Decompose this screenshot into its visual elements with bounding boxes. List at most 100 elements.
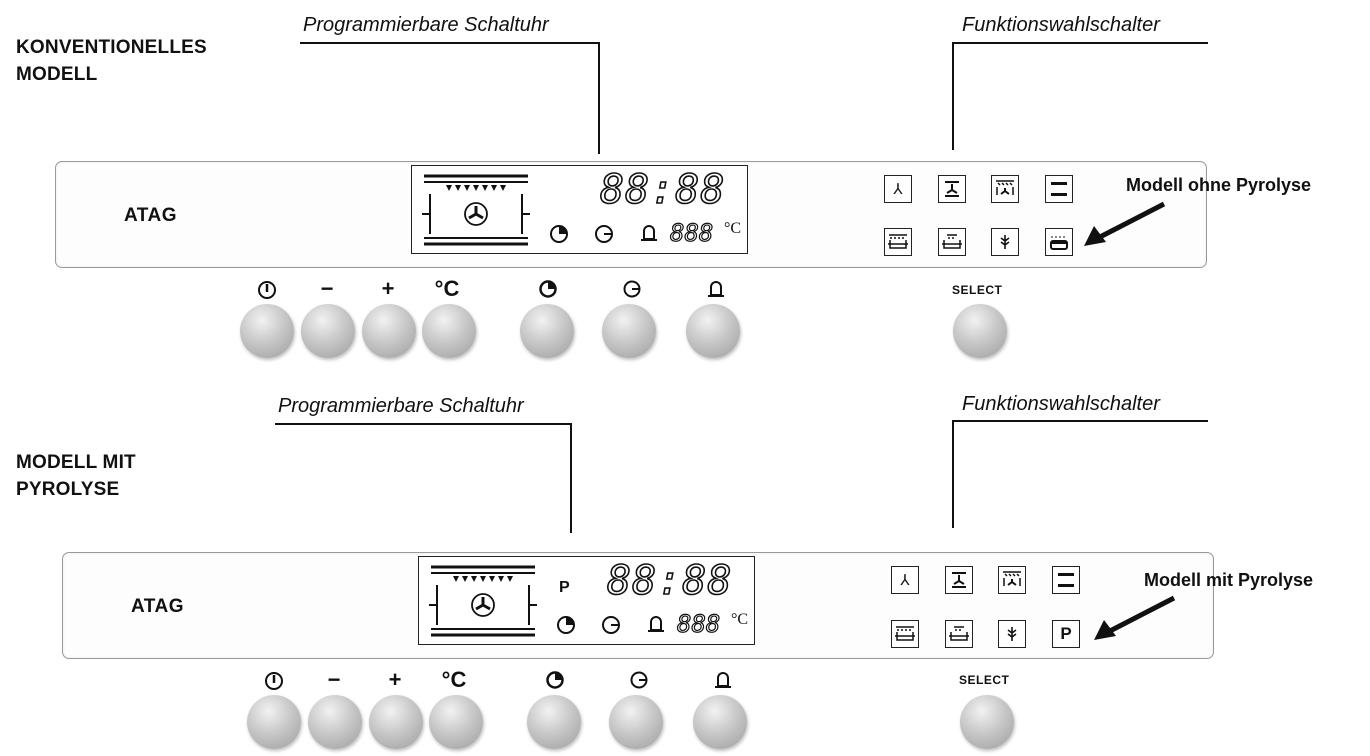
model2-brand-logo: ATAG [131,596,185,617]
top-bottom-heat-icon [1051,182,1067,196]
model1-programmer-leader-v [598,42,600,154]
model2-function-leader-v [952,420,954,528]
model2-func-top-bottom-button[interactable] [1052,566,1080,594]
model1-func-top-bottom-button[interactable] [1045,175,1073,203]
model2-display-endtime-icon [602,616,620,634]
model2-programmer-callout: Programmierbare Schaltuhr [278,395,524,417]
grill-icon [895,626,915,641]
model2-func-half-grill-button[interactable] [945,620,973,648]
model1-function-leader-h [952,42,1208,44]
model1-brand-logo: ATAG [124,205,178,226]
fan-grill-icon [1003,571,1021,586]
alarm-bell-icon [715,672,731,688]
model2-title: MODELL MIT PYROLYSE [16,449,136,503]
end-time-icon [623,280,641,298]
model1-func-fan-button[interactable]: ⅄ [884,175,912,203]
cooking-time-icon [546,671,564,689]
fan-bottom-heat-icon [952,572,966,588]
model2-endtime-knob[interactable] [609,695,663,749]
model1-duration-label [528,278,568,302]
model1-celsius-label: °C [434,276,460,301]
model2-power-label [254,669,294,695]
model2-temp-digits: 888 [676,610,721,638]
model1-programmer-leader-h [300,42,600,44]
oven-tray-icon [1050,236,1068,250]
model1-clock-digits: 88:88 [599,167,726,213]
model2-programmer-leader-v [570,423,572,533]
model2-plus-knob[interactable] [369,695,423,749]
model2-func-grill-button[interactable] [891,620,919,648]
model1-annotation-arrow [1084,201,1166,246]
model2-function-leader-h [952,420,1208,422]
model1-func-oven-tray-button[interactable] [1045,228,1073,256]
model1-alarm-knob[interactable] [686,304,740,358]
model2-display-pyrolysis-mark: P [559,579,570,596]
model2-programmer-leader-h [275,423,572,425]
model1-oven-fan-icon [422,174,530,246]
model2-func-fan-bottom-button[interactable] [945,566,973,594]
model2-select-knob[interactable] [960,695,1014,749]
model2-duration-label [535,669,575,693]
model2-minus-knob[interactable] [308,695,362,749]
model2-display-duration-icon [557,616,575,634]
end-time-icon [630,671,648,689]
model1-duration-knob[interactable] [520,304,574,358]
model2-func-defrost-button[interactable] [998,620,1026,648]
model2-temp-unit: °C [731,611,749,628]
half-grill-icon [949,626,969,641]
model1-func-fan-grill-button[interactable] [991,175,1019,203]
model2-alarm-knob[interactable] [693,695,747,749]
model2-func-fan-button[interactable]: ⅄ [891,566,919,594]
model1-func-grill-button[interactable] [884,228,912,256]
model1-func-defrost-button[interactable] [991,228,1019,256]
model2-celsius-knob[interactable] [429,695,483,749]
fan-grill-icon [996,180,1014,195]
model2-display-bell-icon [648,616,664,632]
model1-endtime-knob[interactable] [602,304,656,358]
model1-endtime-label [612,278,652,302]
power-icon [258,281,276,299]
power-icon [265,672,283,690]
half-grill-icon [942,234,962,249]
cooking-time-icon [539,280,557,298]
model1-plus-label: + [381,276,395,301]
model2-duration-knob[interactable] [527,695,581,749]
model1-func-half-grill-button[interactable] [938,228,966,256]
model1-display-duration-icon [550,225,568,243]
model2-pyrolysis-annotation: Modell mit Pyrolyse [1144,570,1314,590]
model1-celsius-knob[interactable] [422,304,476,358]
model2-endtime-label [619,669,659,693]
top-bottom-heat-icon [1058,573,1074,587]
model2-title-line1: MODELL MIT [16,452,136,473]
model1-minus-knob[interactable] [301,304,355,358]
model2-power-knob[interactable] [247,695,301,749]
model1-pyrolysis-annotation: Modell ohne Pyrolyse [1126,175,1312,195]
model2-alarm-label [703,669,743,695]
defrost-icon [1007,627,1017,641]
model2-minus-label: − [327,667,341,692]
fan-icon: ⅄ [893,181,903,198]
model1-minus-label: − [320,276,334,301]
defrost-icon [1000,235,1010,249]
model1-temp-digits: 888 [669,219,714,247]
model1-plus-knob[interactable] [362,304,416,358]
model2-display: P 88:88 888 °C [418,556,755,645]
model1-alarm-label [696,278,736,304]
model1-programmer-callout: Programmierbare Schaltuhr [303,14,549,36]
model1-func-fan-bottom-button[interactable] [938,175,966,203]
model1-power-knob[interactable] [240,304,294,358]
model1-select-label: SELECT [952,283,1003,297]
model2-celsius-label: °C [441,667,467,692]
model1-function-leader-v [952,42,954,150]
model1-select-knob[interactable] [953,304,1007,358]
model1-power-label [247,278,287,304]
model2-plus-label: + [388,667,402,692]
model2-select-label: SELECT [959,673,1010,687]
model2-func-fan-grill-button[interactable] [998,566,1026,594]
model1-title: KONVENTIONELLES MODELL [16,34,207,88]
model1-title-line1: KONVENTIONELLES [16,37,207,58]
model2-func-pyrolysis-button[interactable]: P [1052,620,1080,648]
model2-clock-digits: 88:88 [606,558,733,604]
alarm-bell-icon [708,281,724,297]
model2-annotation-arrow [1094,595,1176,640]
